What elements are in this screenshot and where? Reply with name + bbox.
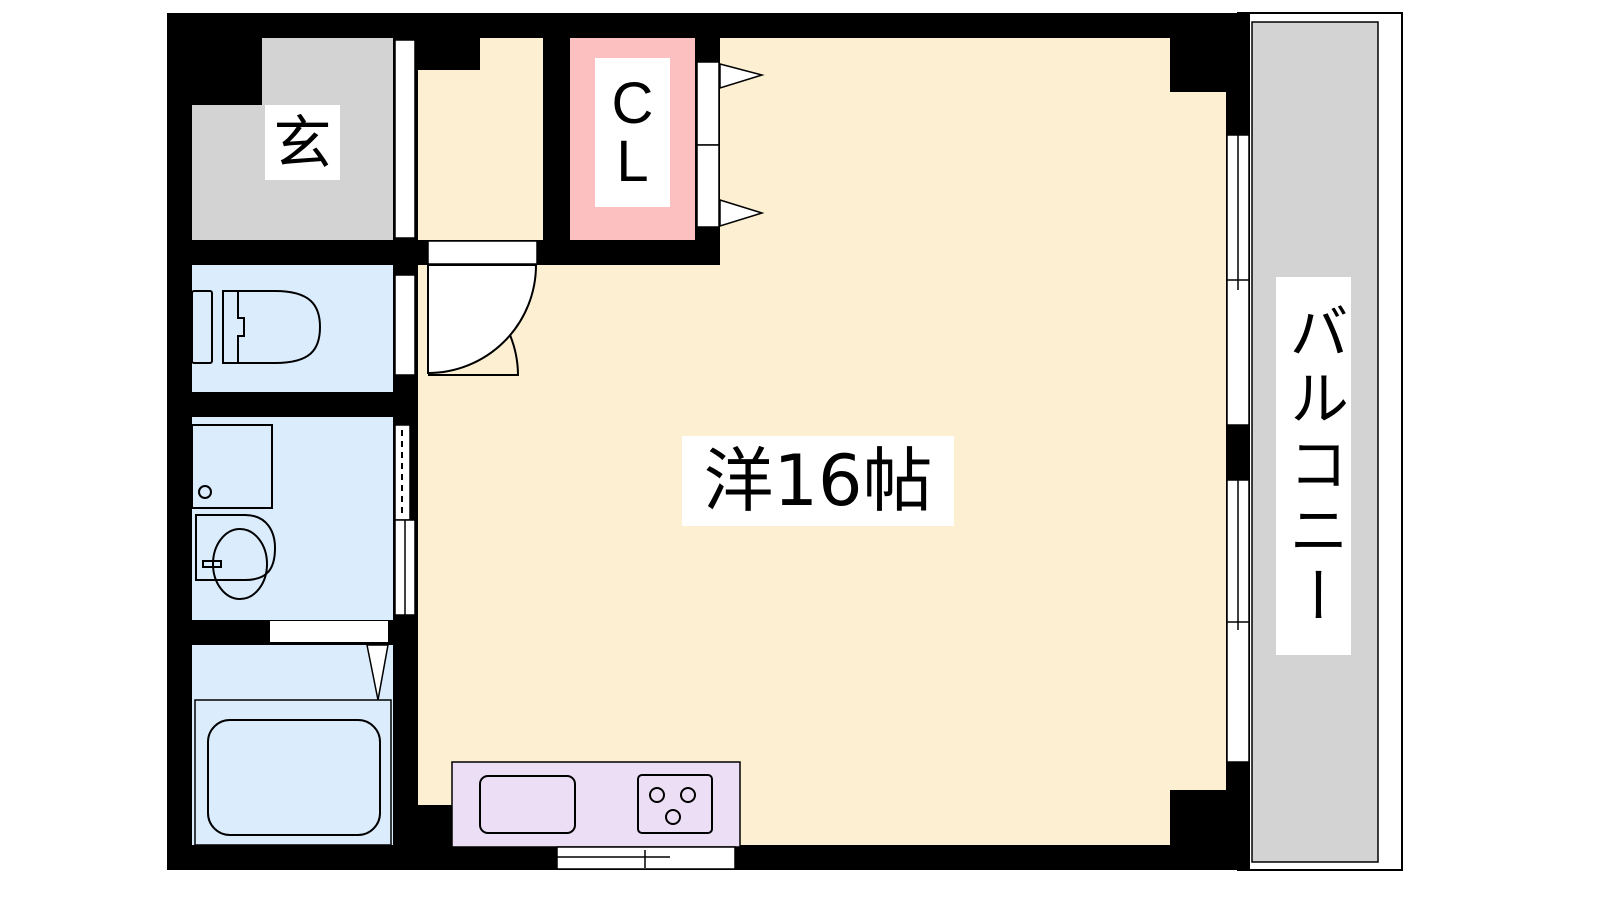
burner-icons	[649, 787, 696, 825]
column	[192, 38, 262, 105]
stove	[637, 774, 713, 834]
column	[1170, 790, 1226, 845]
window	[556, 846, 736, 870]
closet-label: C L	[595, 58, 670, 207]
column	[1170, 38, 1226, 92]
bath-door	[270, 621, 388, 642]
entrance-label: 玄	[265, 105, 340, 180]
kitchen-sink	[479, 775, 576, 834]
toilet-room-floor	[192, 265, 393, 392]
western-room-label: 洋16帖	[682, 436, 954, 526]
shoe-cabinet	[394, 39, 416, 239]
column	[418, 38, 480, 70]
washroom-door	[394, 424, 411, 521]
closet-door	[696, 61, 720, 146]
door-frame	[427, 240, 538, 265]
bathtub-inner	[207, 719, 381, 836]
room-door-swing	[427, 264, 538, 375]
washing-machine-space	[191, 424, 273, 509]
closet-label-l: L	[616, 128, 649, 194]
closet-door	[696, 144, 720, 228]
balcony-label: バルコニー	[1276, 277, 1351, 655]
closet-door-swing	[719, 198, 765, 228]
bath-door-swing	[366, 644, 389, 701]
sink-icon	[195, 514, 277, 600]
wall	[543, 38, 570, 265]
column	[418, 805, 452, 845]
closet-door-swing	[719, 63, 765, 90]
closet-label-c: C	[611, 70, 654, 136]
toilet-door	[394, 274, 416, 376]
drain-icon	[198, 485, 212, 499]
room-door-swing-small	[428, 334, 520, 376]
toilet-icon	[191, 290, 322, 364]
washroom-floor	[192, 417, 393, 620]
wall	[167, 392, 418, 417]
bathtub	[194, 699, 392, 846]
